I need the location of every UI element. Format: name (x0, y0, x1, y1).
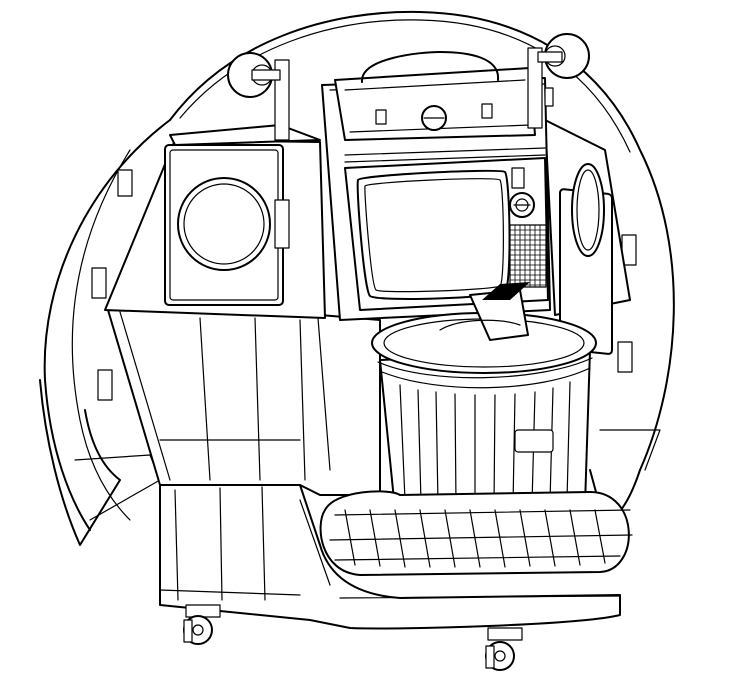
tire (319, 490, 633, 576)
can-ribs (399, 381, 571, 507)
caster-left (183, 604, 221, 645)
left-brackets (91, 169, 133, 401)
right-brackets (617, 234, 637, 373)
upper-head (104, 119, 631, 355)
tv-switch (511, 167, 525, 189)
tv-screen (356, 169, 511, 300)
top-lamps (227, 33, 590, 141)
cab-body (107, 309, 381, 496)
tv-housing (321, 51, 551, 321)
left-door-hinge (274, 199, 290, 249)
right-porthole-window (571, 163, 605, 257)
speaker-grille (509, 224, 547, 288)
base-platform (159, 484, 621, 630)
can-handle (514, 429, 554, 453)
tv-set (344, 157, 549, 311)
right-antenna (527, 47, 543, 129)
left-porthole-window (177, 177, 271, 271)
caster-right (485, 627, 523, 671)
tire-treads (344, 509, 606, 568)
trash-can (371, 282, 597, 511)
